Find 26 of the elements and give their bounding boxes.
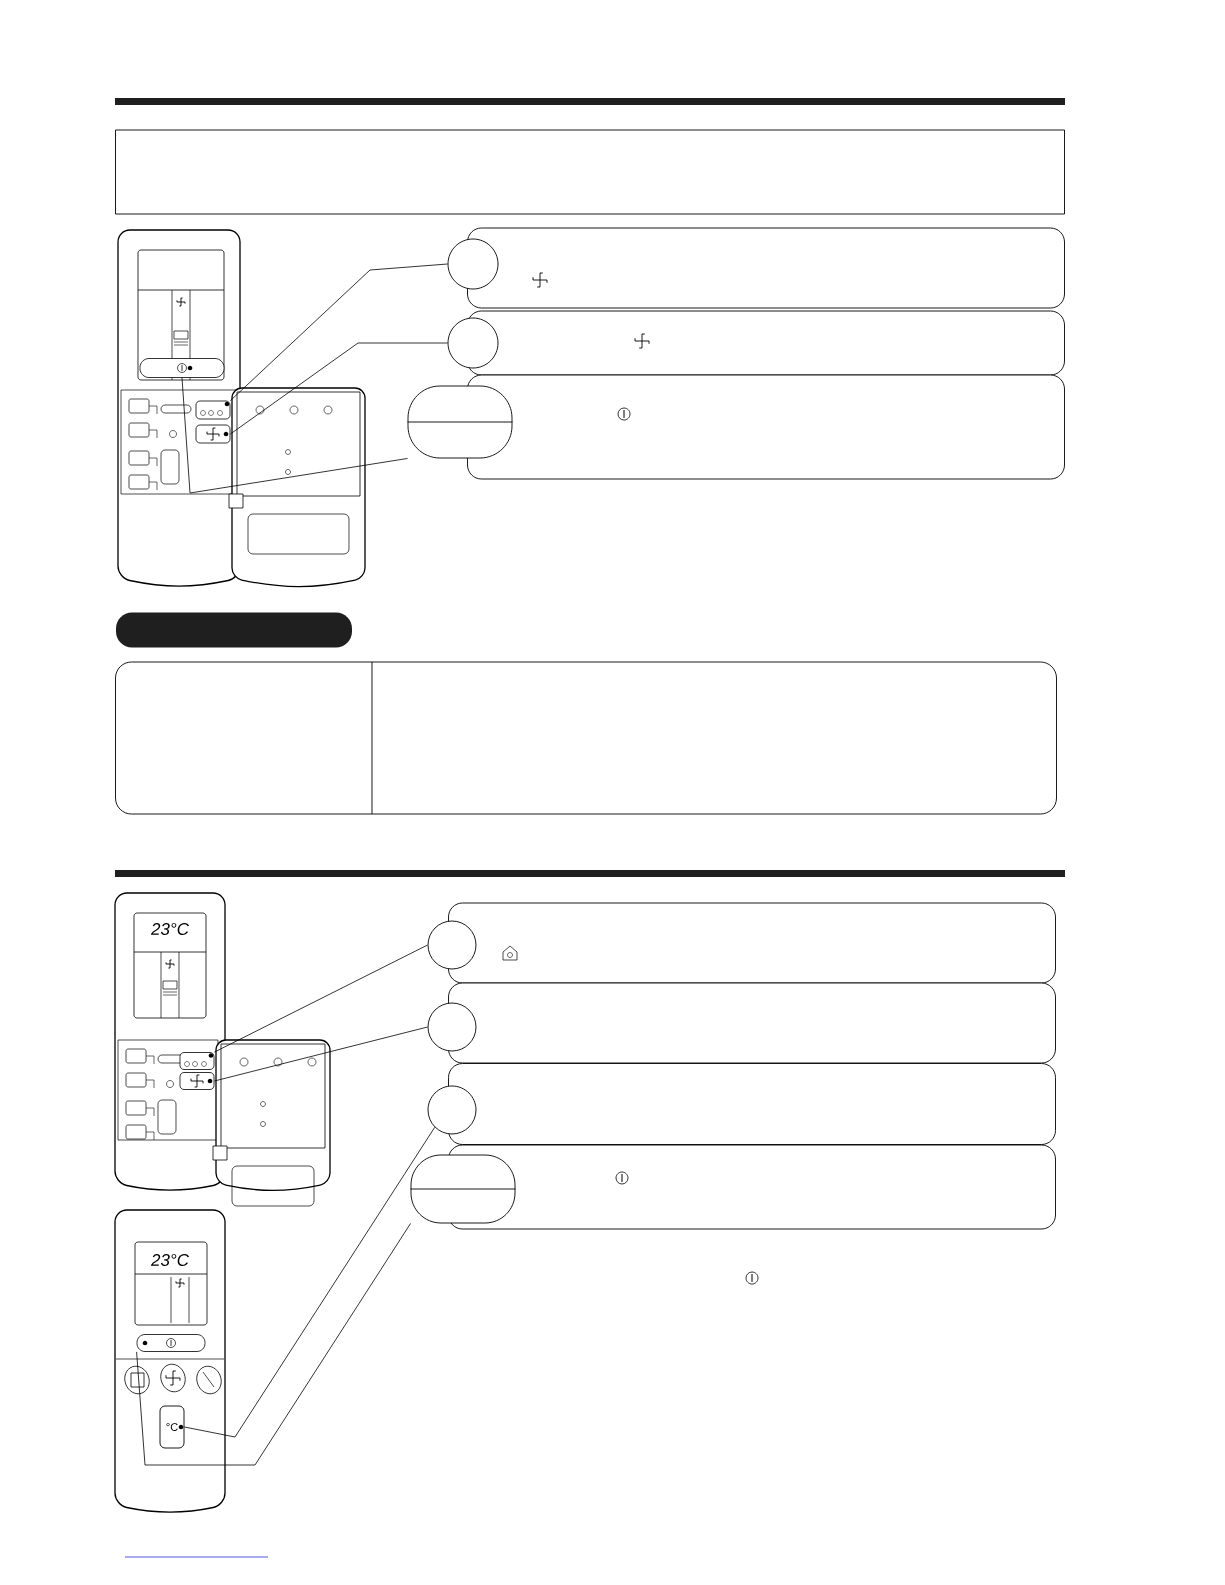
leader-line bbox=[181, 377, 408, 494]
heading-bar bbox=[116, 612, 352, 648]
remote-button bbox=[179, 1052, 215, 1070]
step-box bbox=[448, 1144, 1056, 1230]
leader-line bbox=[184, 1126, 436, 1438]
leader-line bbox=[214, 944, 428, 1053]
step-circle bbox=[447, 317, 499, 369]
leader-line bbox=[230, 263, 448, 401]
remote-button bbox=[136, 1334, 206, 1352]
remote-button bbox=[195, 400, 231, 420]
remote-button bbox=[139, 358, 225, 378]
temperature-button: °C bbox=[159, 1405, 185, 1449]
leader-line bbox=[230, 342, 448, 435]
step-circle bbox=[427, 1085, 477, 1135]
header-box bbox=[115, 129, 1065, 215]
display-reading: 23°C bbox=[150, 1254, 190, 1267]
step-circle bbox=[427, 920, 477, 970]
step-circle bbox=[447, 238, 499, 290]
note-box bbox=[115, 661, 1057, 815]
remote-button bbox=[195, 424, 231, 444]
leader-line bbox=[136, 1223, 411, 1466]
leader-line bbox=[214, 1026, 428, 1082]
remote-button bbox=[179, 1072, 215, 1090]
display-reading: 23°C bbox=[150, 923, 190, 936]
step-box bbox=[467, 374, 1065, 480]
step-circle bbox=[427, 1002, 477, 1052]
